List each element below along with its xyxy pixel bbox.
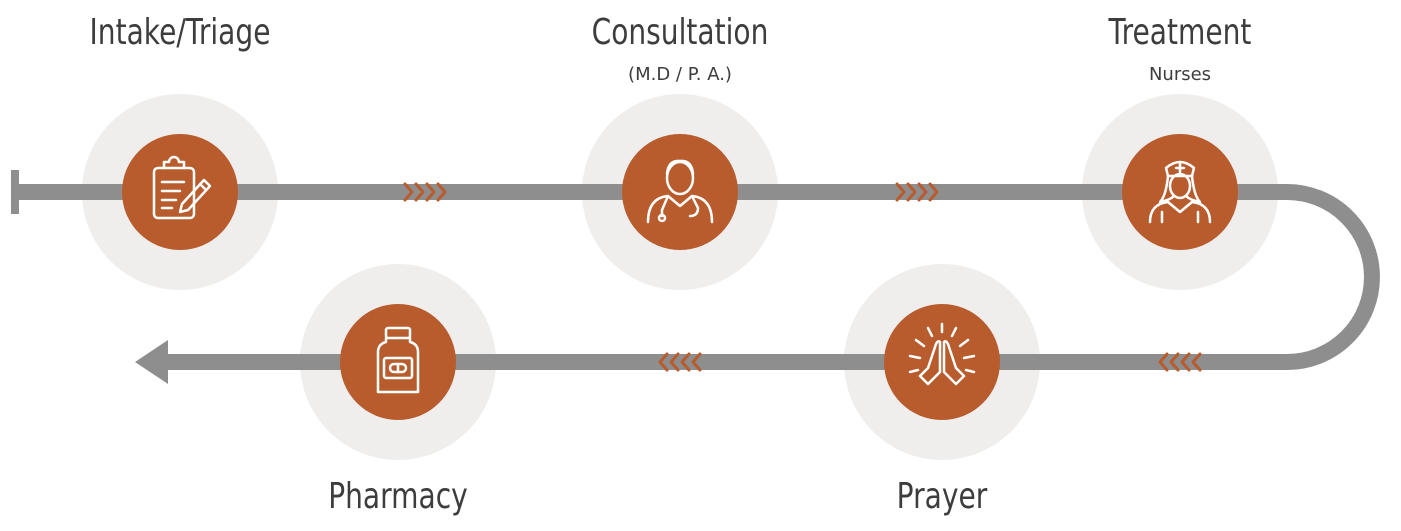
praying-hands-icon [908, 322, 976, 386]
pill-bottle-icon [376, 326, 420, 394]
step-title-treatment: Treatment [1108, 12, 1252, 53]
step-title-intake: Intake/Triage [89, 12, 271, 53]
clipboard-icon [152, 155, 212, 220]
step-circle-consultation [622, 134, 738, 250]
step-title-pharmacy: Pharmacy [328, 476, 468, 517]
track-arrowhead [135, 340, 168, 384]
flow-track [15, 184, 1380, 370]
step-circle-pharmacy [340, 304, 456, 420]
step-subtitle-consultation: (M.D / P. A.) [628, 64, 732, 85]
chevrons-right-1 [403, 182, 447, 202]
chevrons-left-1 [1158, 352, 1202, 372]
nurse-icon [1148, 160, 1212, 224]
step-circle-prayer [884, 304, 1000, 420]
step-title-consultation: Consultation [591, 12, 769, 53]
step-circle-treatment [1122, 134, 1238, 250]
step-subtitle-treatment: Nurses [1148, 64, 1212, 85]
chevrons-right-2 [895, 182, 939, 202]
chevrons-left-2 [658, 352, 702, 372]
step-title-prayer: Prayer [896, 476, 988, 517]
doctor-icon [646, 159, 714, 224]
